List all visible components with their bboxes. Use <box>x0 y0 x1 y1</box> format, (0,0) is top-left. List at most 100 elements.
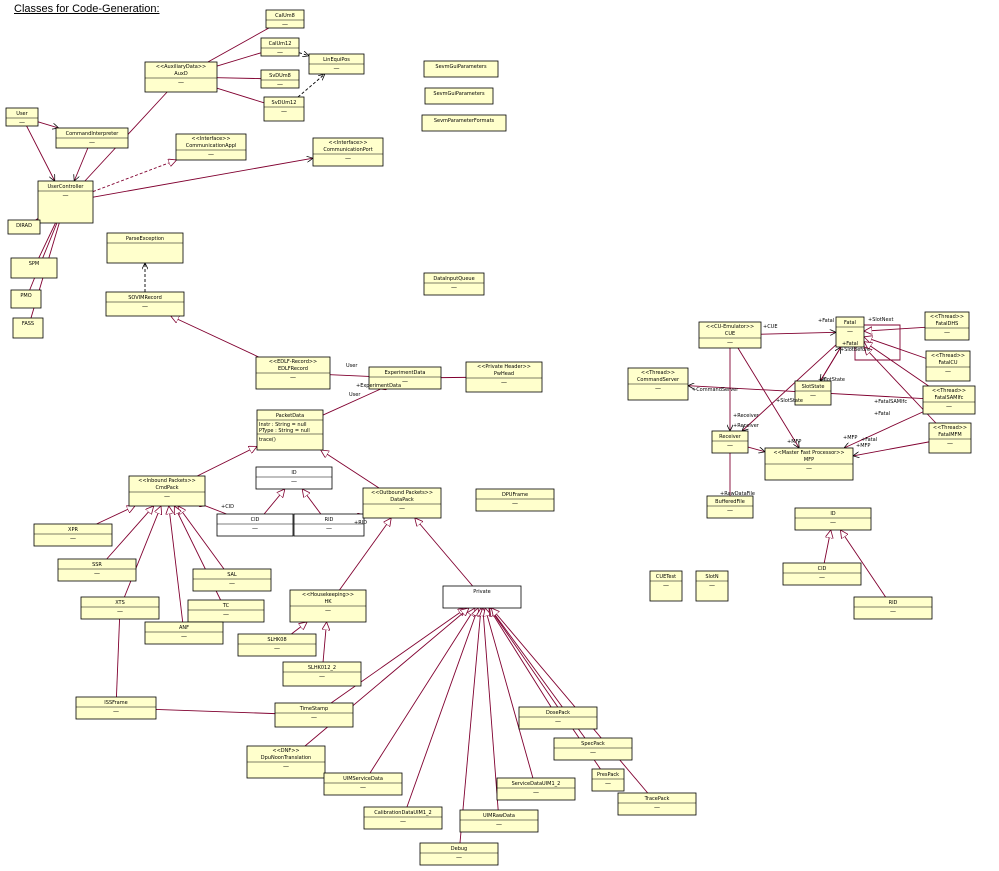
class-member: — <box>94 570 100 577</box>
class-name: CommunicationPort <box>323 147 372 153</box>
edge-datapack-packetdata <box>321 450 380 489</box>
class-name: RID <box>325 517 334 523</box>
class-name: ServiceDataUIM1_2 <box>512 781 561 787</box>
class-name: SPM <box>29 261 40 267</box>
class-name: DIRAD <box>16 223 32 229</box>
stereotype-label: <<Thread>> <box>933 425 967 431</box>
class-name: UIMRawData <box>483 813 515 819</box>
edge-user-userctrl <box>26 125 56 181</box>
class-node-cuemulator: <<CU-Emulator>>CUE— <box>698 321 762 349</box>
class-node-issframe: ISSFrame— <box>75 696 157 720</box>
class-name: CalUm12 <box>269 41 292 47</box>
class-node-cuetest: CUETest— <box>649 570 683 602</box>
class-name: SvDUm8 <box>269 73 291 79</box>
edge-label-l_fatal: +Fatal <box>818 318 834 324</box>
edge-fatalmfm-mfp <box>853 441 930 456</box>
edge-userctrl-commport <box>92 158 313 198</box>
class-name: UserController <box>48 184 85 190</box>
class-member: — <box>947 440 953 447</box>
class-node-anf: ANF— <box>144 621 224 645</box>
class-node-edlfrecord: <<EDLF-Record>>EDLFRecord— <box>255 356 331 390</box>
class-member: — <box>345 155 351 162</box>
class-node-id_left: ID— <box>255 466 333 490</box>
class-name: PresPack <box>597 772 619 778</box>
class-member: — <box>890 608 896 615</box>
edge-auxd-callum8 <box>207 27 270 63</box>
class-member: — <box>501 379 507 386</box>
edge-cid_left-id_left <box>263 489 285 515</box>
class-name: FatalSAMIfc <box>935 395 964 401</box>
class-node-callum8: CalUm8— <box>265 9 305 29</box>
class-member: — <box>727 507 733 514</box>
edge-xts-cmdpack <box>124 506 161 598</box>
edge-packetdata-expdata <box>322 389 381 416</box>
class-member: — <box>402 378 408 385</box>
class-name: CUE <box>725 331 735 337</box>
class-node-fatal: Fatal— <box>835 316 865 348</box>
class-node-pmo: PMO <box>10 289 42 309</box>
class-name: ID <box>830 511 835 517</box>
class-name: EDLFRecord <box>278 366 308 372</box>
edge-label-l_fatal4: +Fatal <box>874 411 890 417</box>
class-node-servicedata: ServiceDataUIM1_2— <box>496 777 576 801</box>
class-node-linequipos: LinEquiPos— <box>308 53 365 75</box>
edge-label-l_cue: +CUE <box>763 324 778 330</box>
edge-uimraw-private <box>483 608 499 811</box>
class-member: — <box>451 284 457 291</box>
class-name: HK <box>324 599 332 605</box>
class-member: — <box>496 821 502 828</box>
edge-auxd-callum12 <box>216 52 262 67</box>
class-member: Instr : String = null <box>259 422 307 428</box>
class-name: BufferedFile <box>715 499 745 505</box>
class-node-hk: <<Housekeeping>>HK— <box>289 589 367 623</box>
class-member: — <box>142 303 148 310</box>
class-name: PwHead <box>494 371 514 377</box>
edge-label-l_slotstate2: +SlotState <box>776 398 803 404</box>
class-node-pressdpack: PresPack— <box>591 768 625 792</box>
class-name: CalibrationDataUIM1_2 <box>374 810 431 816</box>
class-member: — <box>113 708 119 715</box>
class-name: FatalMFM <box>938 432 961 438</box>
class-name: DosePack <box>546 710 570 716</box>
edge-label-l_user1: User <box>346 363 358 369</box>
class-name: AuxD <box>174 71 188 77</box>
class-member: — <box>282 21 288 28</box>
edge-callum12-linequipos <box>298 53 309 56</box>
class-name: MFP <box>804 457 814 463</box>
edge-label-l_cmdserver: +CommandServer <box>692 387 739 393</box>
stereotype-label: <<EDLF-Record>> <box>269 359 318 365</box>
edge-userctrl-commappl <box>92 160 177 193</box>
class-member: trace() <box>259 437 276 443</box>
edge-cuemulator-mfp <box>737 347 799 448</box>
edge-rid_left-id_left <box>302 489 322 515</box>
class-node-slhk012: SLHK012_2— <box>282 661 362 687</box>
class-member: — <box>810 392 816 399</box>
class-node-datainputqueue: DataInputQueue— <box>423 272 485 296</box>
edge-xpr-cmdpack <box>96 506 135 525</box>
edge-debug-private <box>459 608 481 844</box>
edge-ssr-cmdpack <box>106 506 154 560</box>
class-node-fatalmfm: <<Thread>>FatalMFM — <box>928 422 972 454</box>
class-node-private: Private <box>442 585 522 609</box>
stereotype-label: <<Private Header>> <box>477 364 531 370</box>
stereotype-label: <<Housekeeping>> <box>302 592 354 598</box>
class-member: — <box>311 714 317 721</box>
edge-label-l_fatal3: +Fatal <box>861 437 877 443</box>
class-name: DataPack <box>390 497 414 503</box>
class-name: CommandServer <box>637 377 680 383</box>
edge-servicedata-private <box>485 608 534 779</box>
class-name: CID <box>818 566 827 572</box>
class-node-tc: TC— <box>187 599 265 623</box>
class-member: — <box>283 763 289 770</box>
edge-label-l_rawdatafile: +RawDataFile <box>720 491 755 497</box>
class-name: SLHK012_2 <box>308 665 336 671</box>
class-name: Private <box>473 589 490 595</box>
class-name: Receiver <box>719 434 742 440</box>
class-name: SLHK08 <box>267 637 286 643</box>
class-node-svdum8: SvDUm8— <box>260 69 300 89</box>
class-member: — <box>334 65 340 72</box>
class-node-ssr: SSR— <box>57 558 137 582</box>
class-name: PacketData <box>276 413 304 419</box>
class-member: — <box>819 574 825 581</box>
class-member: — <box>281 108 287 115</box>
